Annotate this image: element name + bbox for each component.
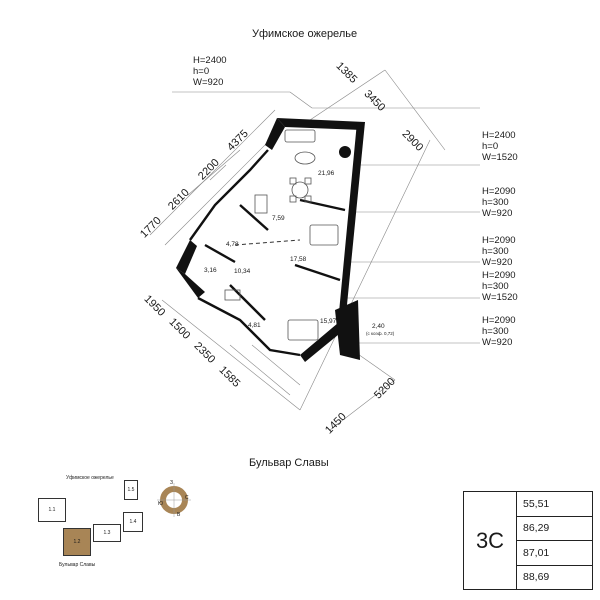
opening-spec-5: H=2090 h=300 W=1520: [482, 270, 518, 303]
opening-spec-1: H=2400 h=0 W=920: [193, 55, 227, 88]
summary-value-4: 88,69: [523, 571, 550, 584]
balcony-area: 2,40: [372, 323, 385, 330]
room-area-bedroom-1: 17,58: [290, 256, 307, 263]
summary-value-1: 55,51: [517, 492, 592, 517]
area-summary-table: 3С 55,51 86,29 87,01 88,69: [463, 491, 593, 590]
room-area-living: 21,96: [318, 170, 335, 177]
building-1-2: 1.2: [63, 528, 91, 556]
compass-icon: [157, 483, 191, 517]
building-1-4: 1.4: [123, 512, 143, 532]
room-area-wc: 3,16: [204, 267, 217, 274]
building-1-1: 1.1: [38, 498, 66, 522]
compass-west: Ю: [158, 501, 164, 507]
compass-south: В: [177, 512, 181, 518]
compass-north: З: [170, 480, 174, 486]
summary-value-2: 86,29: [517, 517, 592, 541]
opening-spec-4: H=2090 h=300 W=920: [482, 235, 516, 268]
opening-spec-3: H=2090 h=300 W=920: [482, 186, 516, 219]
street-top-label: Уфимское ожерелье: [252, 28, 358, 40]
room-area-bedroom-2: 15,97: [320, 318, 337, 325]
room-area-hall: 7,59: [272, 215, 285, 222]
room-area-bath-1: 4,78: [226, 241, 239, 248]
site-map-street-top: Уфимское ожерелье: [66, 475, 114, 481]
street-bottom-label: Бульвар Славы: [249, 457, 329, 469]
site-map-street-bottom: Бульвар Славы: [59, 562, 96, 568]
room-area-corridor: 10,34: [234, 268, 251, 275]
compass-east: С: [185, 495, 189, 501]
opening-spec-6: H=2090 h=300 W=920: [482, 315, 516, 348]
apartment-type-code: 3С: [464, 492, 517, 589]
balcony-note: (с коэф. 0,72): [366, 331, 395, 336]
room-area-bath-2: 4,81: [248, 322, 261, 329]
summary-value-3: 87,01: [517, 541, 592, 566]
building-1-3: 1.3: [93, 524, 121, 542]
opening-spec-2: H=2400 h=0 W=1520: [482, 130, 518, 163]
building-1-5: 1.5: [124, 480, 138, 500]
